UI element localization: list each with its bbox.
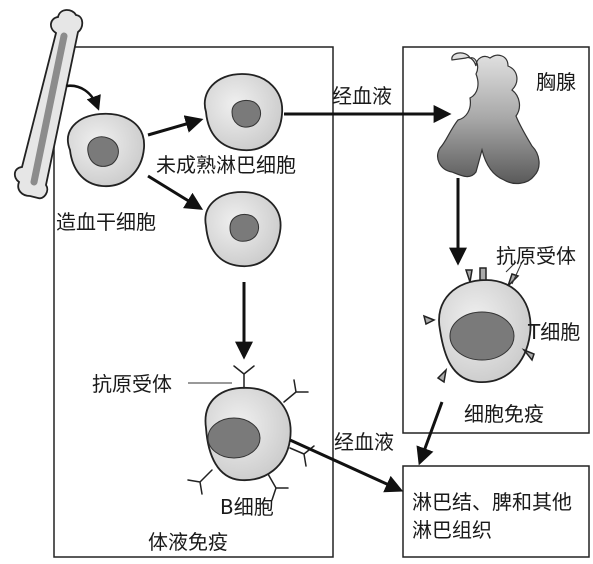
- bone-icon: [15, 10, 82, 198]
- arrow-hsc-to-immature-2: [148, 176, 200, 208]
- arrow-tcell-to-organs: [420, 402, 442, 462]
- label-via-blood-1: 经血液: [332, 84, 392, 108]
- immature-lymphocyte-top: [205, 74, 282, 150]
- arrow-hsc-to-immature-1: [148, 120, 200, 135]
- label-humoral-immunity: 体液免疫: [148, 530, 228, 554]
- immature-lymphocyte-bottom: [205, 192, 280, 266]
- label-receptor-t: 抗原受体: [496, 244, 576, 268]
- b-cell: [188, 366, 314, 500]
- label-cellular-immunity: 细胞免疫: [464, 402, 544, 426]
- label-t-cell: T细胞: [528, 320, 580, 344]
- label-lymph-organs: 淋巴结、脾和其他淋巴组织: [412, 488, 580, 544]
- label-hsc: 造血干细胞: [56, 210, 156, 234]
- t-cell: [424, 268, 534, 382]
- label-receptor-b: 抗原受体: [92, 372, 172, 396]
- arrow-bone-to-hsc: [66, 86, 98, 108]
- label-thymus: 胸腺: [536, 70, 576, 94]
- label-b-cell: B细胞: [220, 495, 274, 519]
- label-immature-lymphocyte: 未成熟淋巴细胞: [156, 153, 296, 177]
- label-via-blood-2: 经血液: [334, 430, 394, 454]
- thymus-icon: [438, 53, 539, 184]
- hematopoietic-stem-cell: [68, 114, 144, 186]
